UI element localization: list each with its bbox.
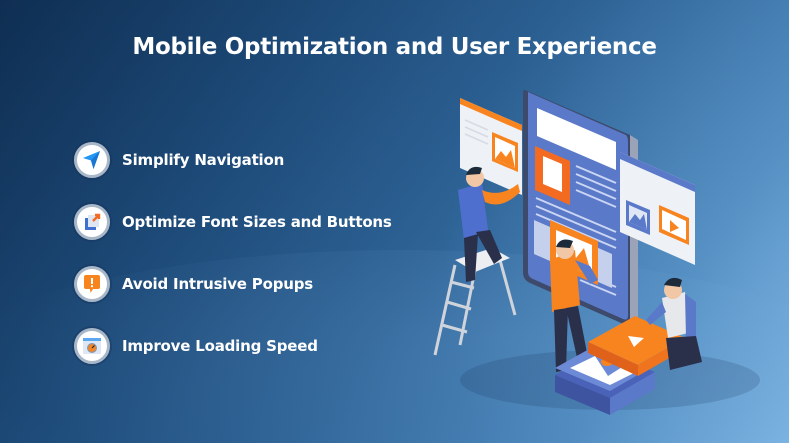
tips-list: Simplify Navigation Optimize Font Sizes … — [74, 140, 392, 388]
web-panel-right — [620, 152, 695, 265]
person-orange — [550, 239, 598, 372]
popup-alert-icon — [74, 266, 110, 302]
person-on-ladder — [458, 166, 520, 282]
speedometer-browser-icon — [74, 328, 110, 364]
list-item-improve-loading-speed: Improve Loading Speed — [74, 326, 392, 366]
person-kneeling — [646, 277, 702, 370]
list-item-label: Optimize Font Sizes and Buttons — [122, 213, 392, 231]
list-item-label: Avoid Intrusive Popups — [122, 275, 313, 293]
ladder — [433, 259, 517, 356]
list-item-label: Improve Loading Speed — [122, 337, 318, 355]
list-item-avoid-popups: Avoid Intrusive Popups — [74, 264, 392, 304]
list-item-optimize-font-sizes: Optimize Font Sizes and Buttons — [74, 202, 392, 242]
list-item-simplify-navigation: Simplify Navigation — [74, 140, 392, 180]
mobile-ux-illustration — [433, 89, 760, 415]
page-title: Mobile Optimization and User Experience — [132, 34, 657, 60]
resize-expand-icon — [74, 204, 110, 240]
list-item-label: Simplify Navigation — [122, 151, 285, 169]
navigation-arrow-icon — [74, 142, 110, 178]
